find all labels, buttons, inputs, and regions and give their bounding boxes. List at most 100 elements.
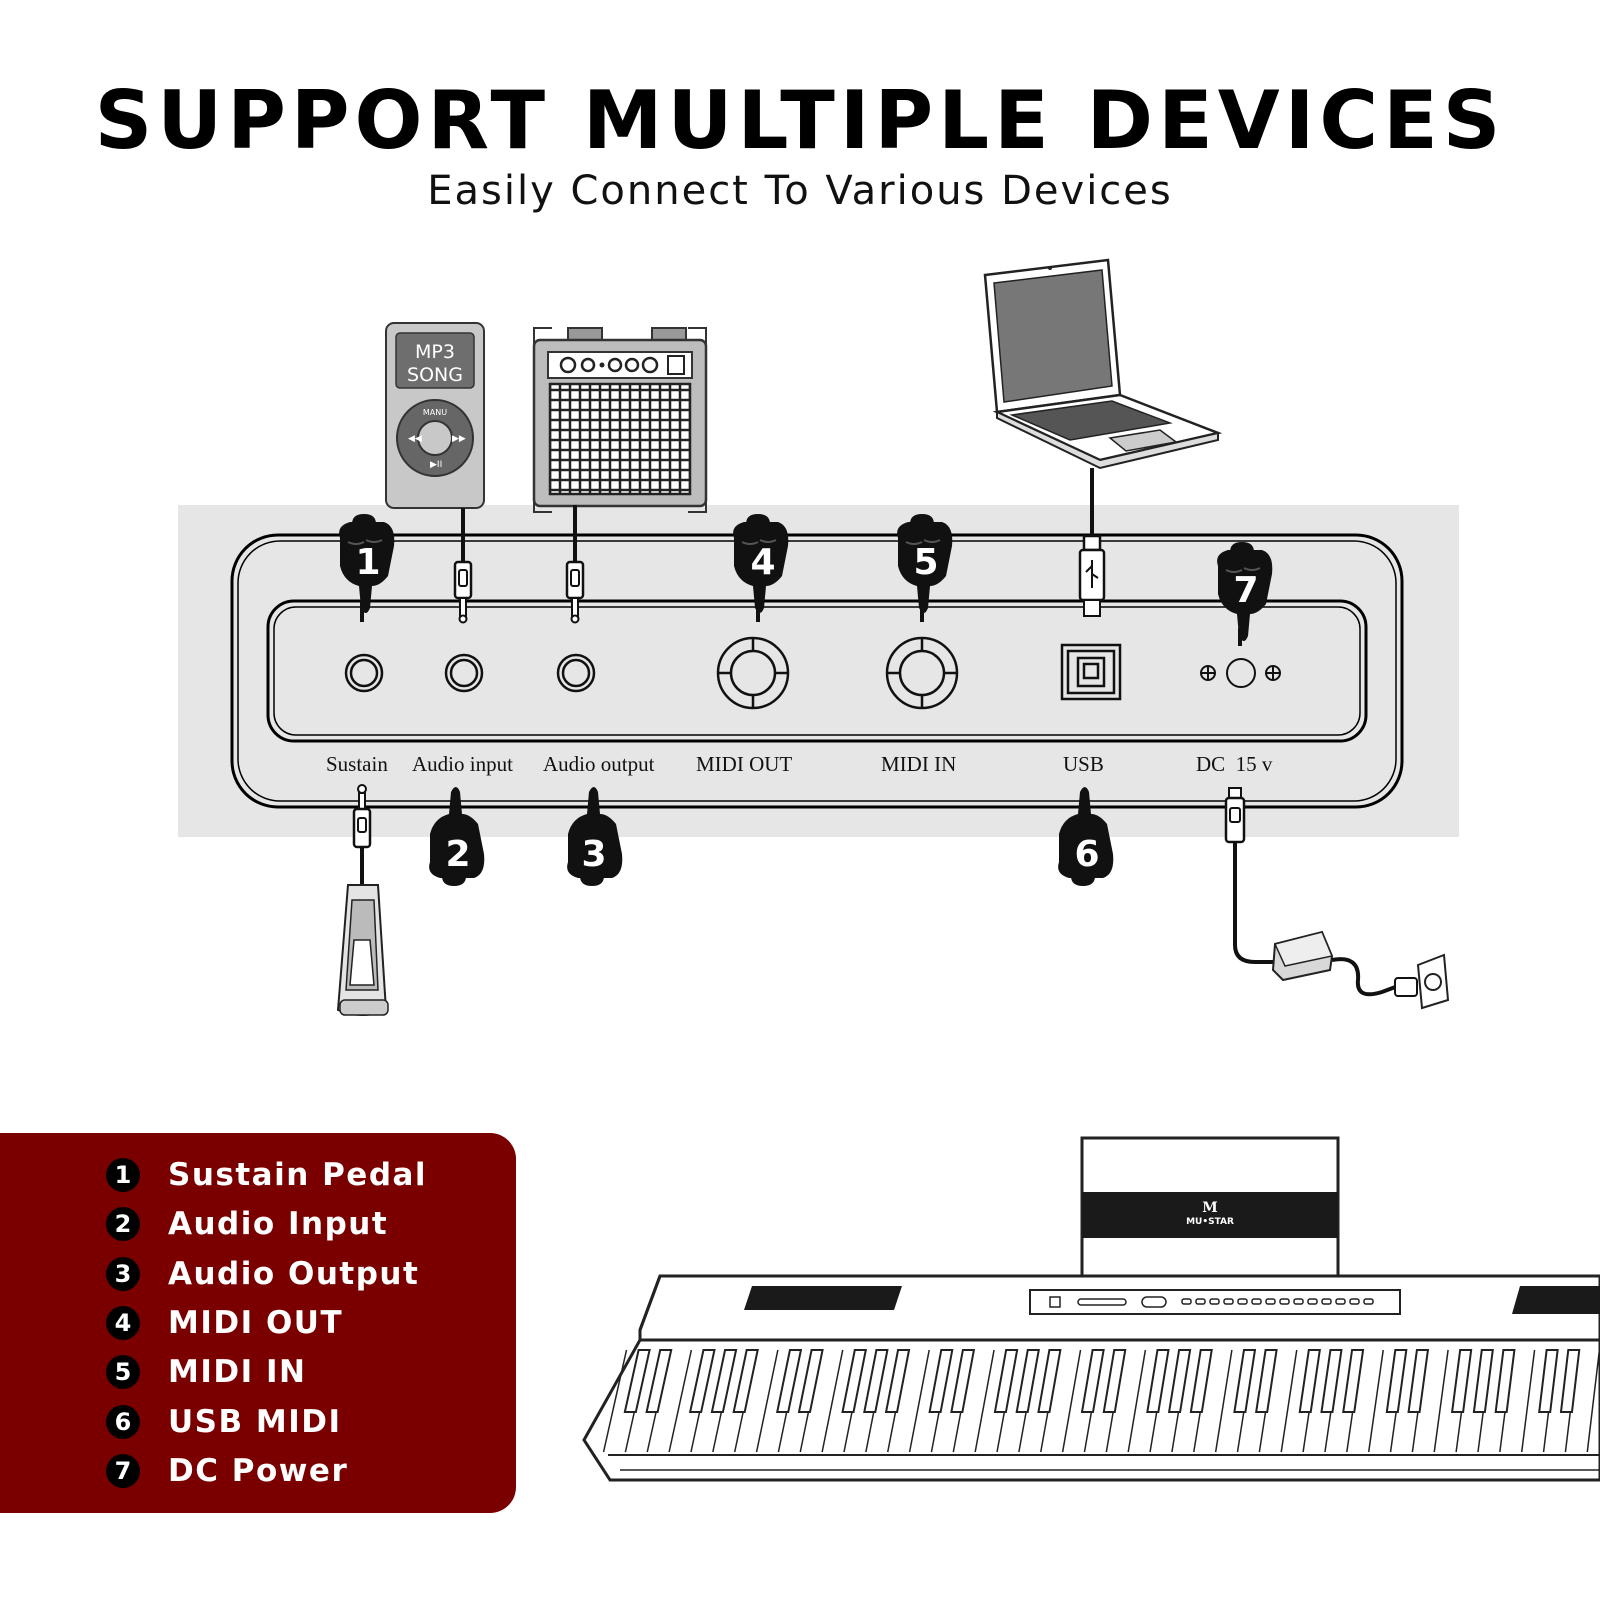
legend-item: 5 MIDI IN [106,1352,306,1392]
page-subtitle: Easily Connect To Various Devices [427,168,1173,214]
white-key-divider [1586,1349,1600,1453]
midi-out-port [716,636,790,710]
piano-button [1363,1298,1374,1305]
legend-label: Audio Input [168,1206,389,1242]
port-label-usb: USB [1063,752,1104,776]
svg-text:M: M [1202,1200,1218,1216]
black-key [645,1349,673,1413]
black-key [623,1349,651,1413]
rear-panel-inner [266,599,1368,743]
callout-4: 4 [732,513,790,622]
amplifier [532,327,708,513]
legend-item: 2 Audio Input [106,1204,388,1244]
legend-number: 1 [106,1158,140,1192]
white-key-divider [668,1349,693,1453]
usb-plug [1078,534,1106,617]
white-key-divider [602,1349,628,1453]
black-key [1167,1349,1192,1413]
white-key-divider [1061,1349,1082,1453]
sustain-jack [344,653,384,693]
port-label-midi-out: MIDI OUT [696,752,792,776]
black-key [1450,1349,1473,1413]
svg-text:▶II: ▶II [430,460,442,470]
legend-number: 5 [106,1355,140,1389]
usb-port [1060,643,1122,701]
port-label-dc: DC 15 v [1196,752,1273,776]
piano-button [1335,1298,1346,1305]
audio-output-jack [556,653,596,693]
legend-item: 4 MIDI OUT [106,1303,343,1343]
audio-input-jack [444,653,484,693]
svg-text:7: 7 [1233,570,1258,611]
page-title: SUPPORT MULTIPLE DEVICES [94,74,1506,167]
black-key [1255,1349,1278,1413]
piano-button [1195,1298,1206,1305]
black-key [884,1349,911,1413]
svg-text:MP3: MP3 [415,341,455,363]
mp3-player: MP3 SONG MANU ◀◀ ▶▶ ▶II [385,322,485,509]
black-key [797,1349,824,1413]
svg-text:MANU: MANU [423,408,447,417]
legend-panel [0,1133,516,1513]
legend-item: 7 DC Power [106,1451,348,1491]
piano-button [1237,1298,1248,1305]
callout-1: 1 [338,513,396,622]
black-key [1472,1349,1494,1413]
legend-item: 3 Audio Output [106,1254,419,1294]
black-key [1037,1349,1062,1413]
callout-3: 3 [567,787,623,886]
piano-button [1307,1298,1318,1305]
legend-number: 4 [106,1306,140,1340]
black-key [710,1349,738,1413]
legend-number: 7 [106,1454,140,1488]
black-key [950,1349,976,1413]
digital-piano: MU•STAR M [582,1136,1600,1482]
piano-button [1293,1298,1304,1305]
svg-text:2: 2 [445,834,470,875]
svg-text:MU•STAR: MU•STAR [1186,1217,1234,1227]
white-key-divider [974,1349,995,1453]
svg-text:4: 4 [750,542,775,583]
white-key-divider [1433,1349,1449,1453]
piano-button [1265,1298,1276,1305]
legend-number: 2 [106,1207,140,1241]
port-label-audio-output: Audio output [543,752,655,776]
black-key [1189,1349,1213,1413]
laptop [983,258,1223,470]
black-key [1385,1349,1408,1413]
black-key [1538,1349,1559,1413]
sustain-pedal [336,784,389,1016]
black-key [1407,1349,1430,1413]
piano-button [1349,1298,1360,1305]
black-key [1342,1349,1365,1413]
svg-text:1: 1 [355,542,380,583]
black-key [1320,1349,1343,1413]
white-key-divider [821,1349,844,1453]
svg-text:▶▶: ▶▶ [452,434,466,444]
black-key [688,1349,716,1413]
white-key-divider [755,1349,779,1453]
white-key-divider [908,1349,930,1453]
midi-in-port [885,636,959,710]
svg-text:SONG: SONG [407,364,463,386]
legend-number: 3 [106,1257,140,1291]
piano-button [1279,1298,1290,1305]
white-key-divider [1280,1349,1298,1453]
piano-button [1251,1298,1262,1305]
black-key [928,1349,954,1413]
black-key [1015,1349,1040,1413]
port-label-midi-in: MIDI IN [881,752,956,776]
legend-label: MIDI OUT [168,1305,344,1341]
dc-adapter [1224,787,1450,1010]
white-key-divider [1520,1349,1536,1453]
black-key [1559,1349,1581,1413]
black-key [775,1349,803,1413]
legend-label: DC Power [168,1453,349,1489]
svg-text:6: 6 [1074,834,1099,875]
white-key-divider [1367,1349,1384,1453]
black-key [1494,1349,1516,1413]
black-key [1233,1349,1257,1413]
black-key [732,1349,759,1413]
callout-2: 2 [429,787,485,886]
